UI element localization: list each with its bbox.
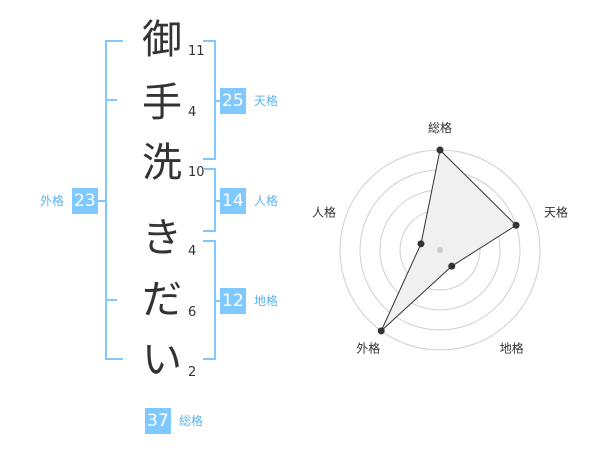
tenkaku-value: 25 <box>220 88 246 114</box>
soukaku-value: 37 <box>145 408 171 434</box>
soukaku-label: 総格 <box>179 414 204 428</box>
radar-point-4 <box>377 327 385 335</box>
name-char-6: い <box>142 337 182 383</box>
name-char-3: 洗 <box>142 140 182 186</box>
jinkaku-value: 14 <box>220 188 246 214</box>
jinkaku-label: 人格 <box>254 194 279 208</box>
radar-axis-label-1: 総格 <box>428 120 452 135</box>
stroke-count-3: 10 <box>188 165 205 180</box>
name-char-5: だ <box>142 277 182 323</box>
radar-center-dot <box>437 247 443 253</box>
gaikaku-value: 23 <box>72 188 98 214</box>
stroke-count-2: 4 <box>188 105 197 120</box>
radar-axis-label-3: 地格 <box>500 341 524 356</box>
radar-area <box>380 148 517 332</box>
stroke-count-1: 11 <box>188 44 205 59</box>
gaikaku-label: 外格 <box>40 194 65 208</box>
tenkaku-label: 天格 <box>254 94 279 108</box>
radar-axis-label-5: 人格 <box>312 204 336 219</box>
stroke-count-6: 2 <box>188 365 197 380</box>
stroke-count-4: 4 <box>188 244 197 259</box>
name-char-1: 御 <box>142 17 182 63</box>
stroke-count-5: 6 <box>188 305 197 320</box>
radar-axis-label-4: 外格 <box>356 341 380 356</box>
radar-point-2 <box>512 221 520 229</box>
chikaku-label: 地格 <box>254 294 279 308</box>
name-char-4: き <box>142 215 182 261</box>
radar-points <box>377 146 520 335</box>
radar-point-5 <box>417 240 425 248</box>
radar-point-3 <box>448 262 456 270</box>
radar-axis-label-2: 天格 <box>544 204 568 219</box>
chikaku-value: 12 <box>220 288 246 314</box>
name-char-2: 手 <box>142 80 182 126</box>
radar-point-1 <box>436 146 444 154</box>
